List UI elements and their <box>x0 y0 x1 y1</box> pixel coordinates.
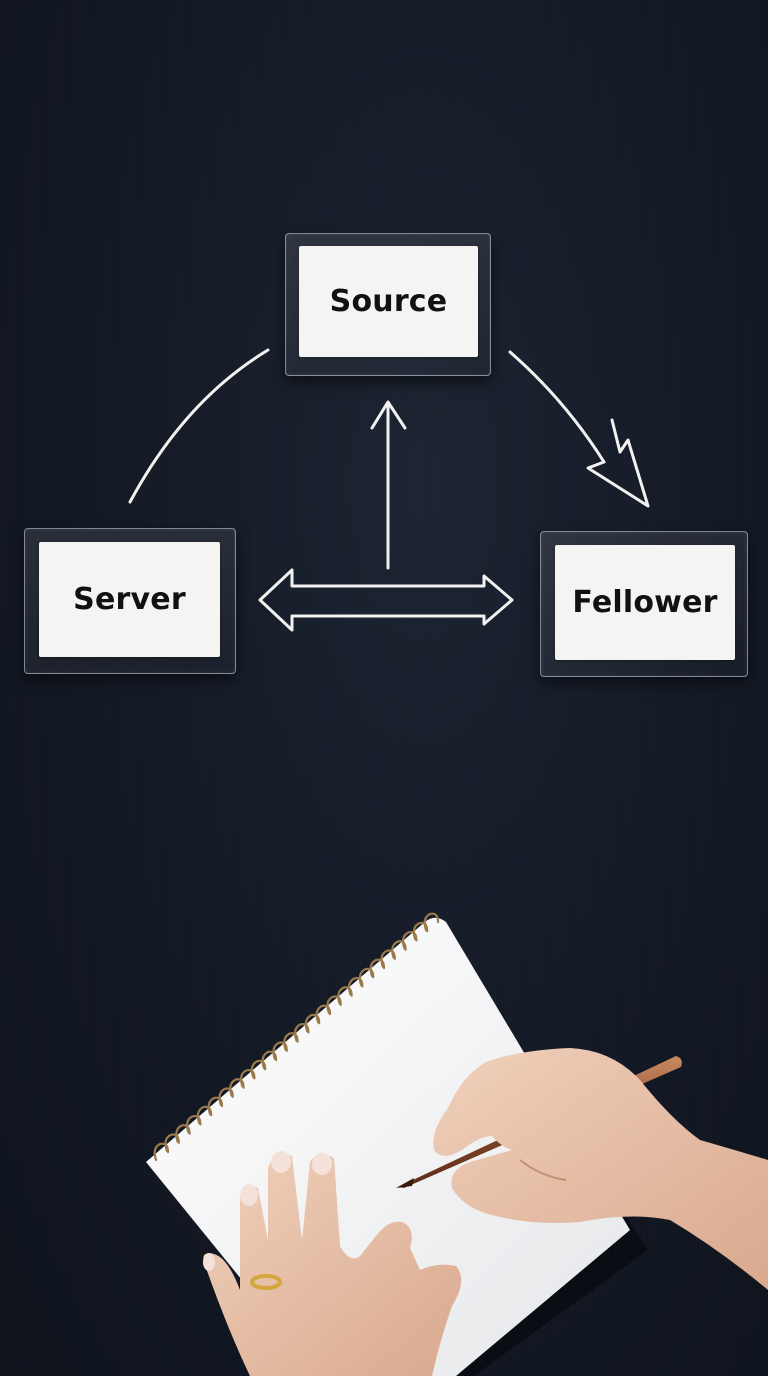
server-card: Server <box>39 542 220 657</box>
spiral-coil <box>423 912 440 932</box>
spiral-coil <box>272 1041 288 1060</box>
spiral-coil <box>175 1124 191 1143</box>
spiral-coil <box>218 1087 234 1106</box>
spiral-coil <box>369 958 386 978</box>
spiral-coil <box>164 1133 180 1152</box>
fellower-card: Fellower <box>555 545 735 660</box>
spiral-coil <box>391 940 407 959</box>
spiral-coil <box>337 986 353 1005</box>
arc-server-to-source <box>128 348 270 504</box>
spiral-coil <box>250 1059 267 1079</box>
arc-source-to-fellower <box>508 350 606 464</box>
spiral-coil <box>315 1004 332 1024</box>
spiral-coil <box>326 995 342 1014</box>
server-label: Server <box>73 582 186 617</box>
fellower-label: Fellower <box>572 585 718 620</box>
arrowhead-fellower <box>586 418 650 508</box>
source-label: Source <box>329 284 448 319</box>
spiral-coil <box>293 1022 310 1042</box>
spiral-coil <box>229 1078 245 1097</box>
spiral-coil <box>283 1032 299 1051</box>
writing-hand <box>433 1048 768 1290</box>
spiral-coil <box>196 1105 213 1125</box>
spiral-coil <box>153 1142 170 1162</box>
spiral-coil <box>358 967 375 987</box>
double-arrow-top <box>258 568 514 632</box>
spiral-coil <box>207 1096 224 1116</box>
spiral-coil <box>261 1050 278 1070</box>
resting-hand <box>203 1154 462 1376</box>
spiral-coil <box>185 1114 202 1134</box>
source-card: Source <box>299 246 478 357</box>
spiral-coil <box>401 930 418 950</box>
spiral-coil <box>347 976 364 996</box>
fingernails <box>203 1151 332 1271</box>
spiral-coil <box>239 1068 256 1088</box>
spiral-binding <box>153 912 440 1162</box>
spiral-coil <box>412 921 429 941</box>
spiral-coil <box>304 1013 321 1033</box>
ring <box>250 1274 282 1290</box>
arrowhead-up <box>370 400 407 430</box>
spiral-coil <box>380 949 396 968</box>
writing-hand-crease <box>519 1159 567 1181</box>
